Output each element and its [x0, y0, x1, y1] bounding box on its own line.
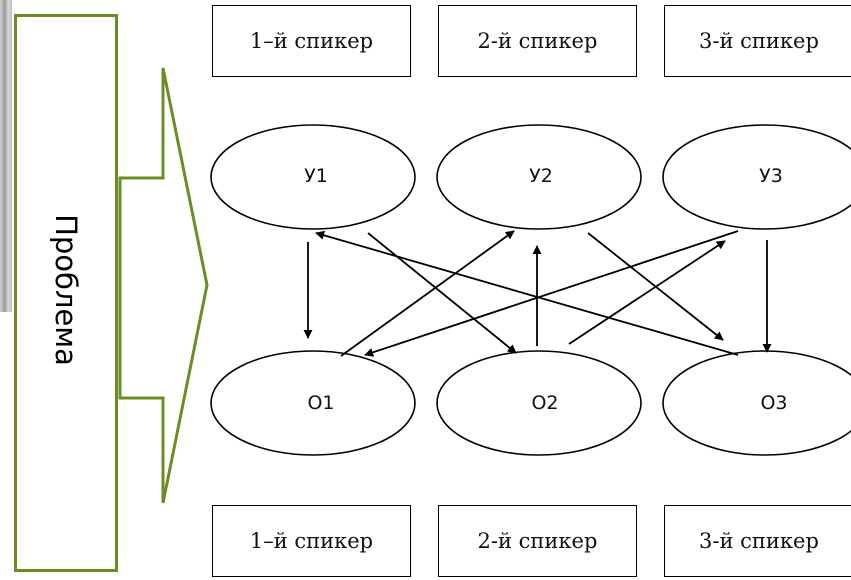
node-label-o1: О1: [307, 392, 335, 414]
speaker-box-bottom-2: 2-й спикер: [438, 505, 637, 577]
arrow-u1-o2: [367, 232, 517, 354]
arrow-o1-u2: [340, 230, 515, 357]
node-u1: [210, 124, 416, 230]
node-label-u3: У3: [759, 165, 783, 187]
background-photo-strip: [0, 0, 12, 312]
speaker-box-top-3: 3-й спикер: [664, 5, 851, 77]
speaker-box-top-1: 1–й спикер: [212, 5, 411, 77]
problem-box: [14, 14, 118, 572]
node-label-u1: У1: [304, 165, 328, 187]
speaker-box-bottom-3: 3-й спикер: [664, 505, 851, 577]
node-o3: [662, 350, 851, 456]
node-label-o3: О3: [760, 392, 788, 414]
node-label-o2: О2: [531, 392, 559, 414]
node-o2: [436, 350, 642, 456]
speaker-box-top-2: 2-й спикер: [438, 5, 637, 77]
node-u2: [436, 124, 642, 230]
speaker-box-bottom-1: 1–й спикер: [212, 505, 411, 577]
node-label-u2: У2: [529, 165, 553, 187]
problem-arrow-shape: [118, 67, 209, 504]
node-u3: [662, 124, 851, 230]
node-o1: [210, 350, 416, 456]
arrow-o2-u3: [568, 240, 726, 345]
arrow-o3-u1: [315, 230, 739, 356]
arrow-u3-o1: [364, 230, 739, 357]
